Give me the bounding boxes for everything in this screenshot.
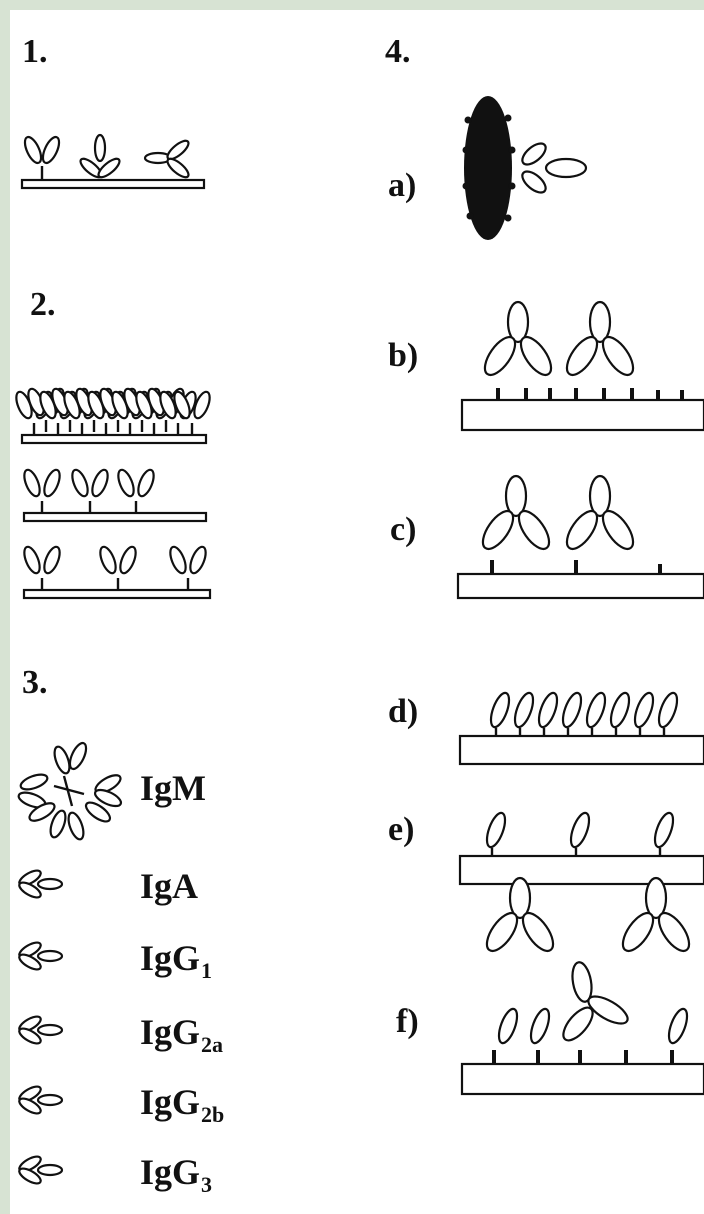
igg3-icon xyxy=(16,1152,64,1188)
igg2a-icon xyxy=(16,1012,64,1048)
isotype-label-igg2b: IgG2b xyxy=(140,1082,224,1127)
igm-pentamer-icon xyxy=(17,741,123,841)
subpanel-label-c: c) xyxy=(390,511,416,548)
subpanel-label-e: e) xyxy=(388,811,414,848)
subpanel-label-d: d) xyxy=(388,693,418,730)
isotype-label-igm: IgM xyxy=(140,768,206,808)
isotype-label-igg3: IgG3 xyxy=(140,1152,212,1197)
igg1-icon xyxy=(16,938,64,974)
panel-4a: a) xyxy=(388,96,588,240)
panel-1-random-orientation xyxy=(20,133,206,190)
subpanel-label-f: f) xyxy=(396,1003,419,1040)
panel-4f: f) xyxy=(396,876,704,1096)
panel-4c: c) xyxy=(390,474,704,600)
panel-label-3: 3. xyxy=(22,664,48,701)
panel-4b: b) xyxy=(388,300,704,432)
subpanel-label-a: a) xyxy=(388,167,416,204)
isotype-label-iga: IgA xyxy=(140,866,198,906)
panel-4e: e) xyxy=(388,809,704,886)
iga-icon xyxy=(16,866,64,902)
panel-2-density xyxy=(11,385,215,600)
subpanel-label-b: b) xyxy=(388,337,418,374)
panel-3-isotypes: IgM IgA IgG1 IgG2a IgG2b IgG3 xyxy=(16,741,224,1197)
panel-label-4: 4. xyxy=(385,33,411,70)
panel-label-1: 1. xyxy=(22,33,48,70)
igg2b-icon xyxy=(16,1082,64,1118)
isotype-label-igg2a: IgG2a xyxy=(140,1012,223,1057)
panel-label-2: 2. xyxy=(30,286,56,323)
isotype-label-igg1: IgG1 xyxy=(140,938,212,983)
panel-4d: d) xyxy=(388,689,704,766)
